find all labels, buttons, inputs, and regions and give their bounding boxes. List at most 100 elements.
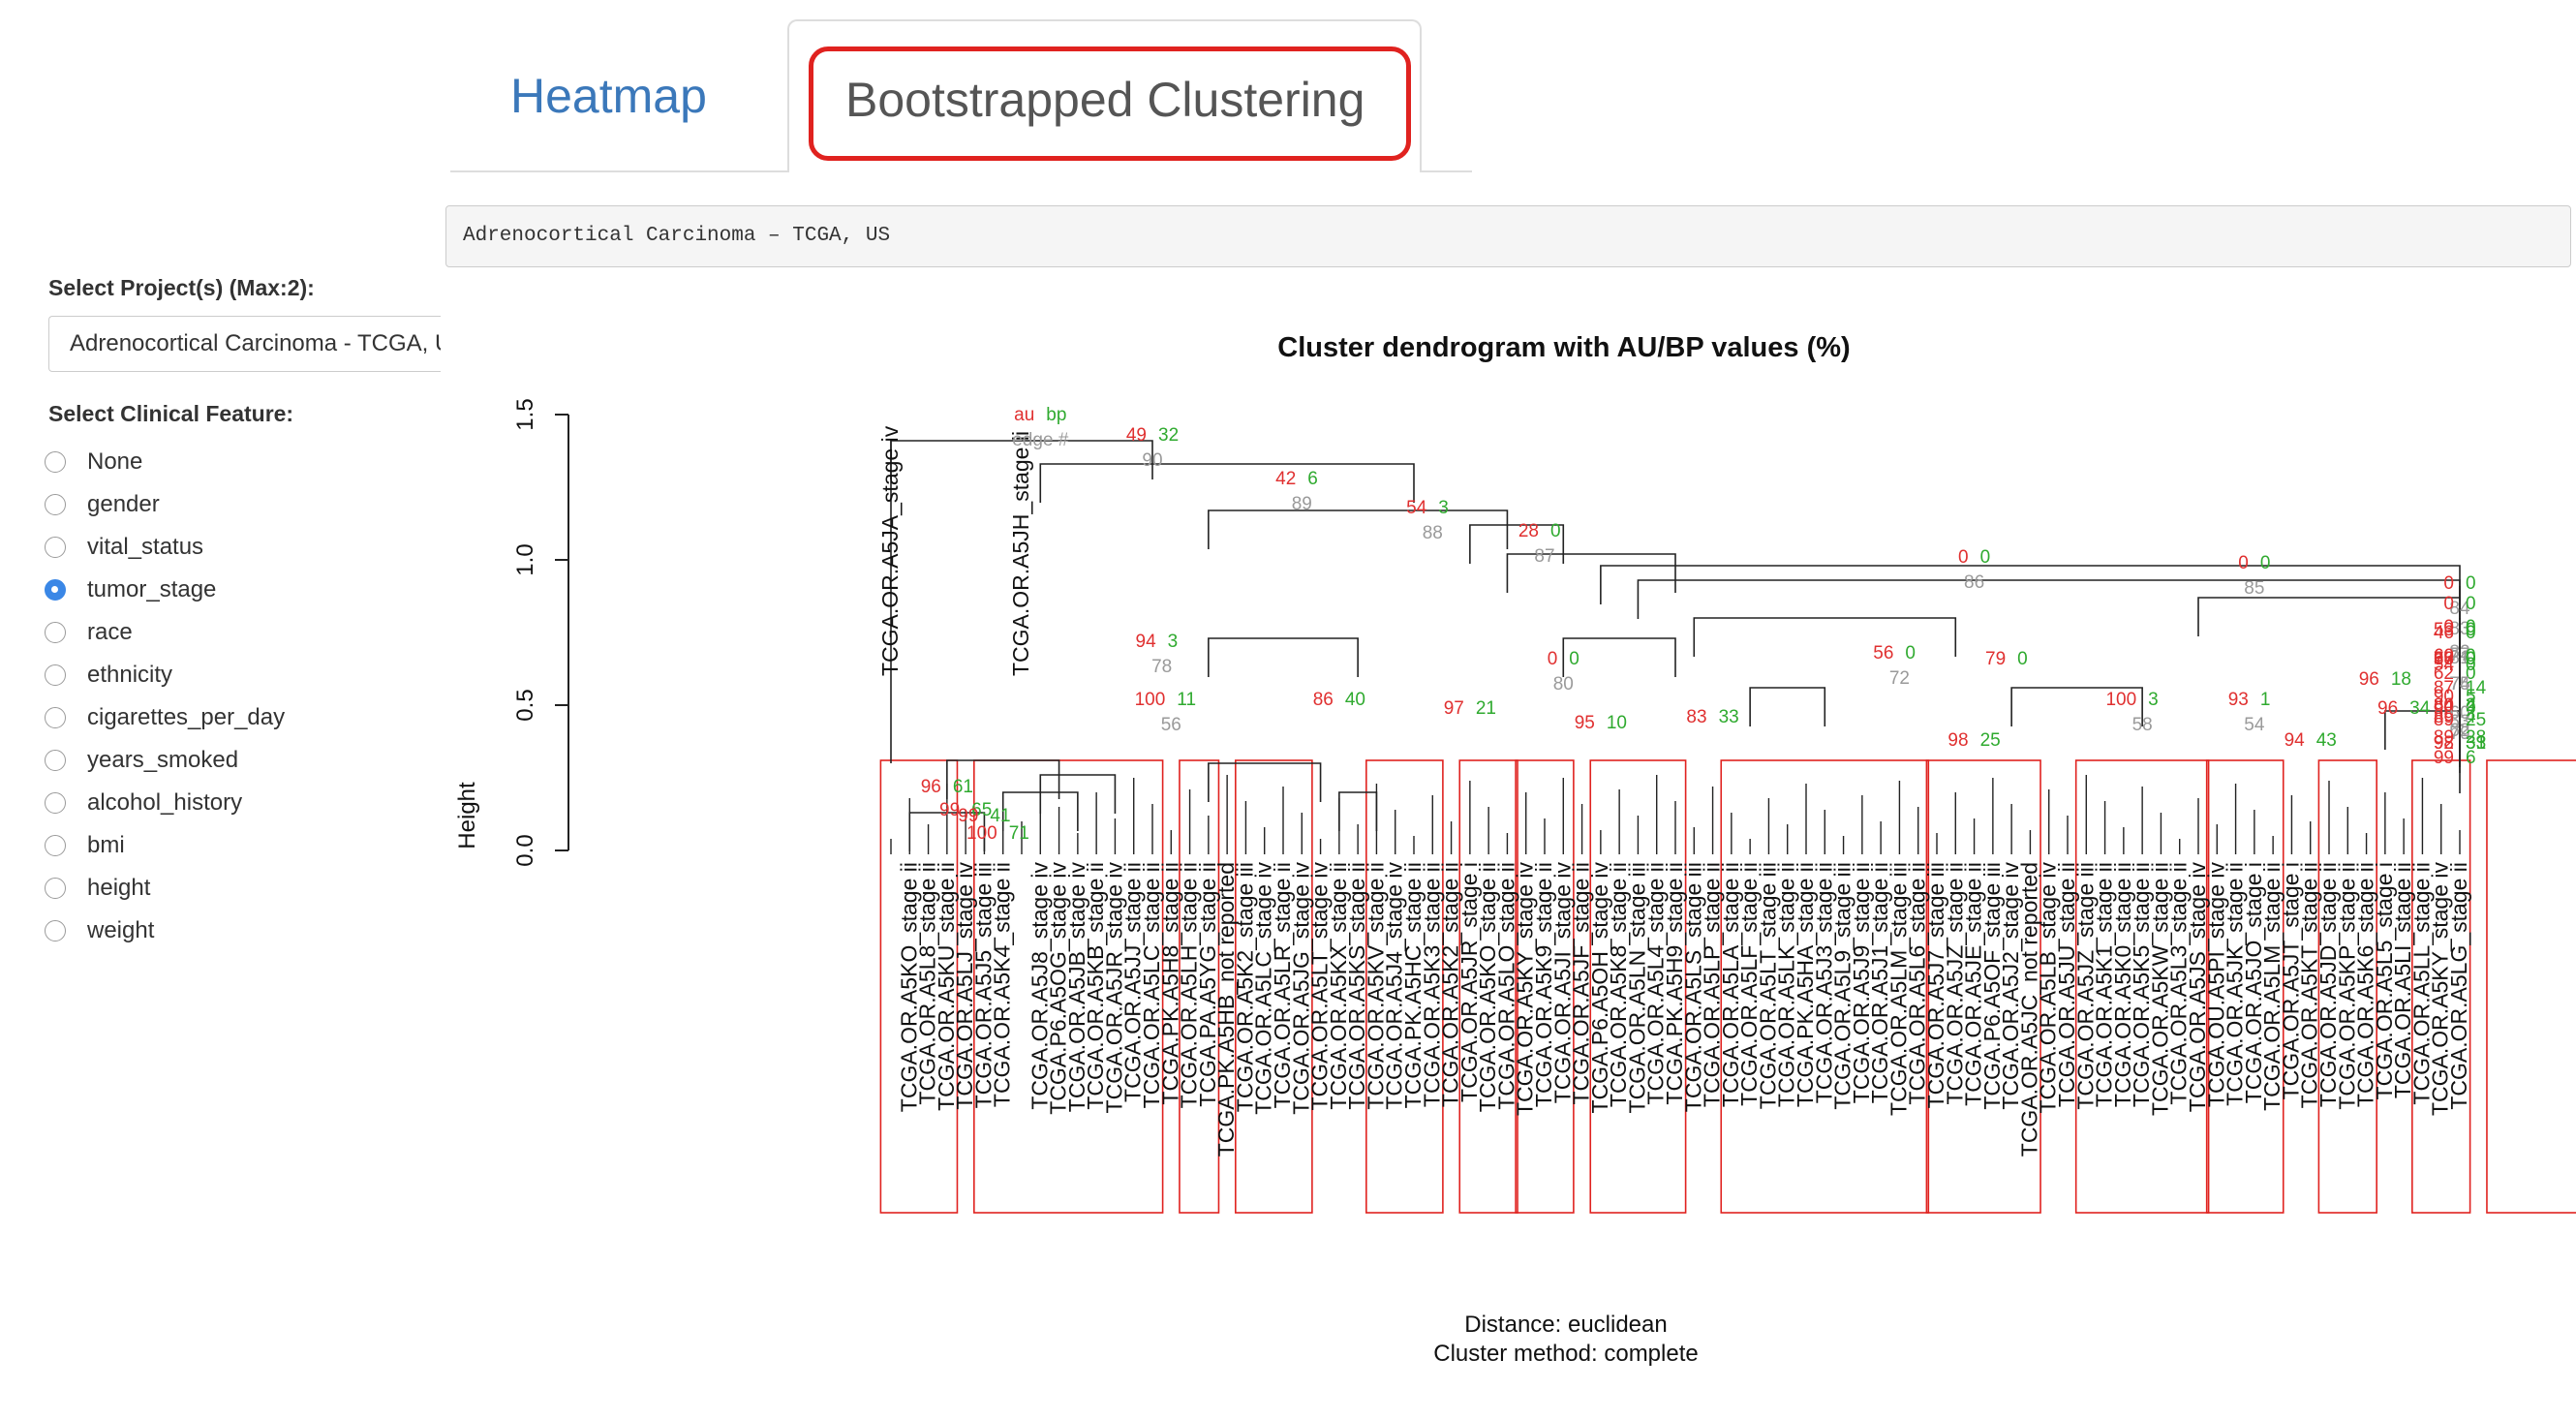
radio-button[interactable] bbox=[45, 792, 66, 814]
edge-label: 56 bbox=[1161, 715, 1181, 735]
bp-label: 0 bbox=[2466, 649, 2476, 669]
leaf-label: TCGA.OR.A5LL_stage ii bbox=[2408, 862, 2434, 1105]
dendrogram-branch bbox=[1039, 463, 1415, 503]
leaf-label: TCGA.OR.A5KY_stage iv bbox=[1513, 862, 1538, 1117]
radio-option-tumor-stage[interactable]: tumor_stage bbox=[45, 569, 285, 611]
dendrogram-branch bbox=[1208, 509, 1509, 549]
au-label: 86 bbox=[1313, 690, 1334, 710]
cluster-highlight-box bbox=[879, 759, 959, 1214]
radio-button[interactable] bbox=[45, 920, 66, 942]
edge-label: 82 bbox=[2449, 642, 2469, 663]
au-label: 0 bbox=[2443, 617, 2454, 637]
bp-label: 0 bbox=[2466, 594, 2476, 614]
radio-button[interactable] bbox=[45, 451, 66, 473]
au-label: 0 bbox=[1548, 649, 1558, 669]
bp-label: 0 bbox=[1550, 521, 1561, 541]
radio-option-alcohol-history[interactable]: alcohol_history bbox=[45, 782, 285, 824]
radio-option-weight[interactable]: weight bbox=[45, 910, 285, 952]
leaf-label: TCGA.OR.A5JK_stage ii bbox=[2223, 862, 2248, 1106]
sidebar: Select Project(s) (Max:2): Adrenocortica… bbox=[0, 0, 441, 1420]
bp-label: 0 bbox=[2466, 649, 2476, 669]
cluster-highlight-box bbox=[2317, 759, 2377, 1214]
leaf-label: TCGA.OR.A5KO_stage ii bbox=[1475, 862, 1500, 1112]
leaf-label: TCGA.PA.A5YG_stage ii bbox=[1195, 862, 1220, 1107]
dendrogram-branch bbox=[2197, 597, 2461, 636]
leaf-label: TCGA.OR.A5J2_stage iv bbox=[1998, 862, 2023, 1110]
bp-label: 0 bbox=[1569, 649, 1579, 669]
cluster-highlight-box bbox=[1179, 759, 1220, 1214]
leaf-label: TCGA.OR.A5KU_stage ii bbox=[934, 862, 959, 1111]
radio-option-gender[interactable]: gender bbox=[45, 483, 285, 526]
leaf-label: TCGA.OR.A5KW_stage ii bbox=[2147, 862, 2172, 1116]
radio-option-race[interactable]: race bbox=[45, 611, 285, 654]
au-label: 62 bbox=[2434, 664, 2454, 684]
edge-label: 60 bbox=[2449, 703, 2469, 724]
au-label: 99 bbox=[958, 806, 978, 826]
radio-button[interactable] bbox=[45, 579, 66, 601]
bp-label: 5 bbox=[2466, 687, 2476, 707]
edge-label: 90 bbox=[1142, 450, 1162, 471]
radio-option-years-smoked[interactable]: years_smoked bbox=[45, 739, 285, 782]
radio-button[interactable] bbox=[45, 664, 66, 686]
leaf-label: TCGA.OR.A5JZ_stage iii bbox=[2072, 862, 2098, 1110]
au-label: 89 bbox=[2434, 707, 2454, 727]
tab-heatmap[interactable]: Heatmap bbox=[510, 69, 707, 123]
dendrogram-branch bbox=[1600, 565, 2461, 604]
au-label: 96 bbox=[921, 777, 941, 797]
radio-option-cigarettes-per-day[interactable]: cigarettes_per_day bbox=[45, 696, 285, 739]
leaf-label: TCGA.OR.A5K9_stage ii bbox=[1531, 862, 1556, 1107]
edge-label: 89 bbox=[1292, 494, 1312, 514]
au-label: 0 bbox=[2238, 553, 2249, 573]
au-label: 49 bbox=[1126, 425, 1147, 446]
dendrogram-branch bbox=[1693, 617, 1957, 657]
bp-label: 3 bbox=[1168, 632, 1179, 652]
leaf-label: TCGA.OR.A5KV_stage ii bbox=[1363, 862, 1388, 1110]
dendrogram-branch bbox=[1469, 524, 1565, 564]
radio-button[interactable] bbox=[45, 622, 66, 643]
au-label: 80 bbox=[2434, 695, 2454, 716]
leaf-label: TCGA.OR.A5LF_stage ii bbox=[1736, 862, 1762, 1106]
dendrogram-chart: Cluster dendrogram with AU/BP values (%)… bbox=[454, 332, 2576, 1367]
radio-option-height[interactable]: height bbox=[45, 867, 285, 910]
radio-button[interactable] bbox=[45, 707, 66, 728]
radio-button[interactable] bbox=[45, 494, 66, 515]
dendrogram-branch bbox=[1749, 687, 1826, 726]
dendrogram-leaf-lines bbox=[890, 775, 2461, 854]
project-select[interactable]: Adrenocortical Carcinoma - TCGA, US bbox=[48, 316, 441, 372]
cluster-highlight-boxes bbox=[879, 759, 2576, 1214]
au-label: 94 bbox=[1136, 632, 1157, 652]
radio-button[interactable] bbox=[45, 537, 66, 558]
radio-label: cigarettes_per_day bbox=[87, 704, 286, 730]
leaf-label: TCGA.OR.A5LC_stage ii bbox=[1139, 862, 1164, 1108]
tab-bootstrapped-clustering[interactable]: Bootstrapped Clustering bbox=[845, 73, 1365, 127]
cluster-highlight-box bbox=[1458, 759, 1518, 1214]
edge-label: 79 bbox=[2449, 724, 2469, 744]
au-label: 100 bbox=[966, 823, 997, 844]
au-label: 68 bbox=[2434, 649, 2454, 669]
radio-option-vital-status[interactable]: vital_status bbox=[45, 526, 285, 569]
radio-option-bmi[interactable]: bmi bbox=[45, 824, 285, 867]
bp-label: 33 bbox=[1719, 707, 1739, 727]
radio-button[interactable] bbox=[45, 878, 66, 899]
au-label: 0 bbox=[2443, 594, 2454, 614]
cluster-highlight-box bbox=[1365, 759, 1444, 1214]
leaf-label: TCGA.OR.A5LT_stage iii bbox=[1755, 862, 1780, 1109]
radio-option-None[interactable]: None bbox=[45, 441, 285, 483]
au-label: 97 bbox=[1444, 698, 1464, 719]
dendrogram-branch bbox=[946, 759, 1060, 799]
au-label: au bbox=[1014, 405, 1034, 425]
bp-label: 6 bbox=[2466, 748, 2476, 768]
au-label: 96 bbox=[2377, 698, 2398, 719]
radio-button[interactable] bbox=[45, 835, 66, 856]
au-label: 84 bbox=[2434, 695, 2455, 716]
leaf-label: TCGA.OR.A5JF_stage ii bbox=[1569, 862, 1594, 1105]
radio-button[interactable] bbox=[45, 750, 66, 771]
leaf-label: TCGA.OR.A5LH_stage ii bbox=[1177, 862, 1202, 1108]
leaf-label: TCGA.OR.A5J5_stage iii bbox=[970, 862, 996, 1108]
radio-option-ethnicity[interactable]: ethnicity bbox=[45, 654, 285, 696]
au-label: 0 bbox=[2443, 573, 2454, 594]
chart-title: Cluster dendrogram with AU/BP values (%) bbox=[1277, 332, 1850, 363]
bp-label: 0 bbox=[2466, 617, 2476, 637]
au-label: 54 bbox=[2434, 655, 2455, 675]
